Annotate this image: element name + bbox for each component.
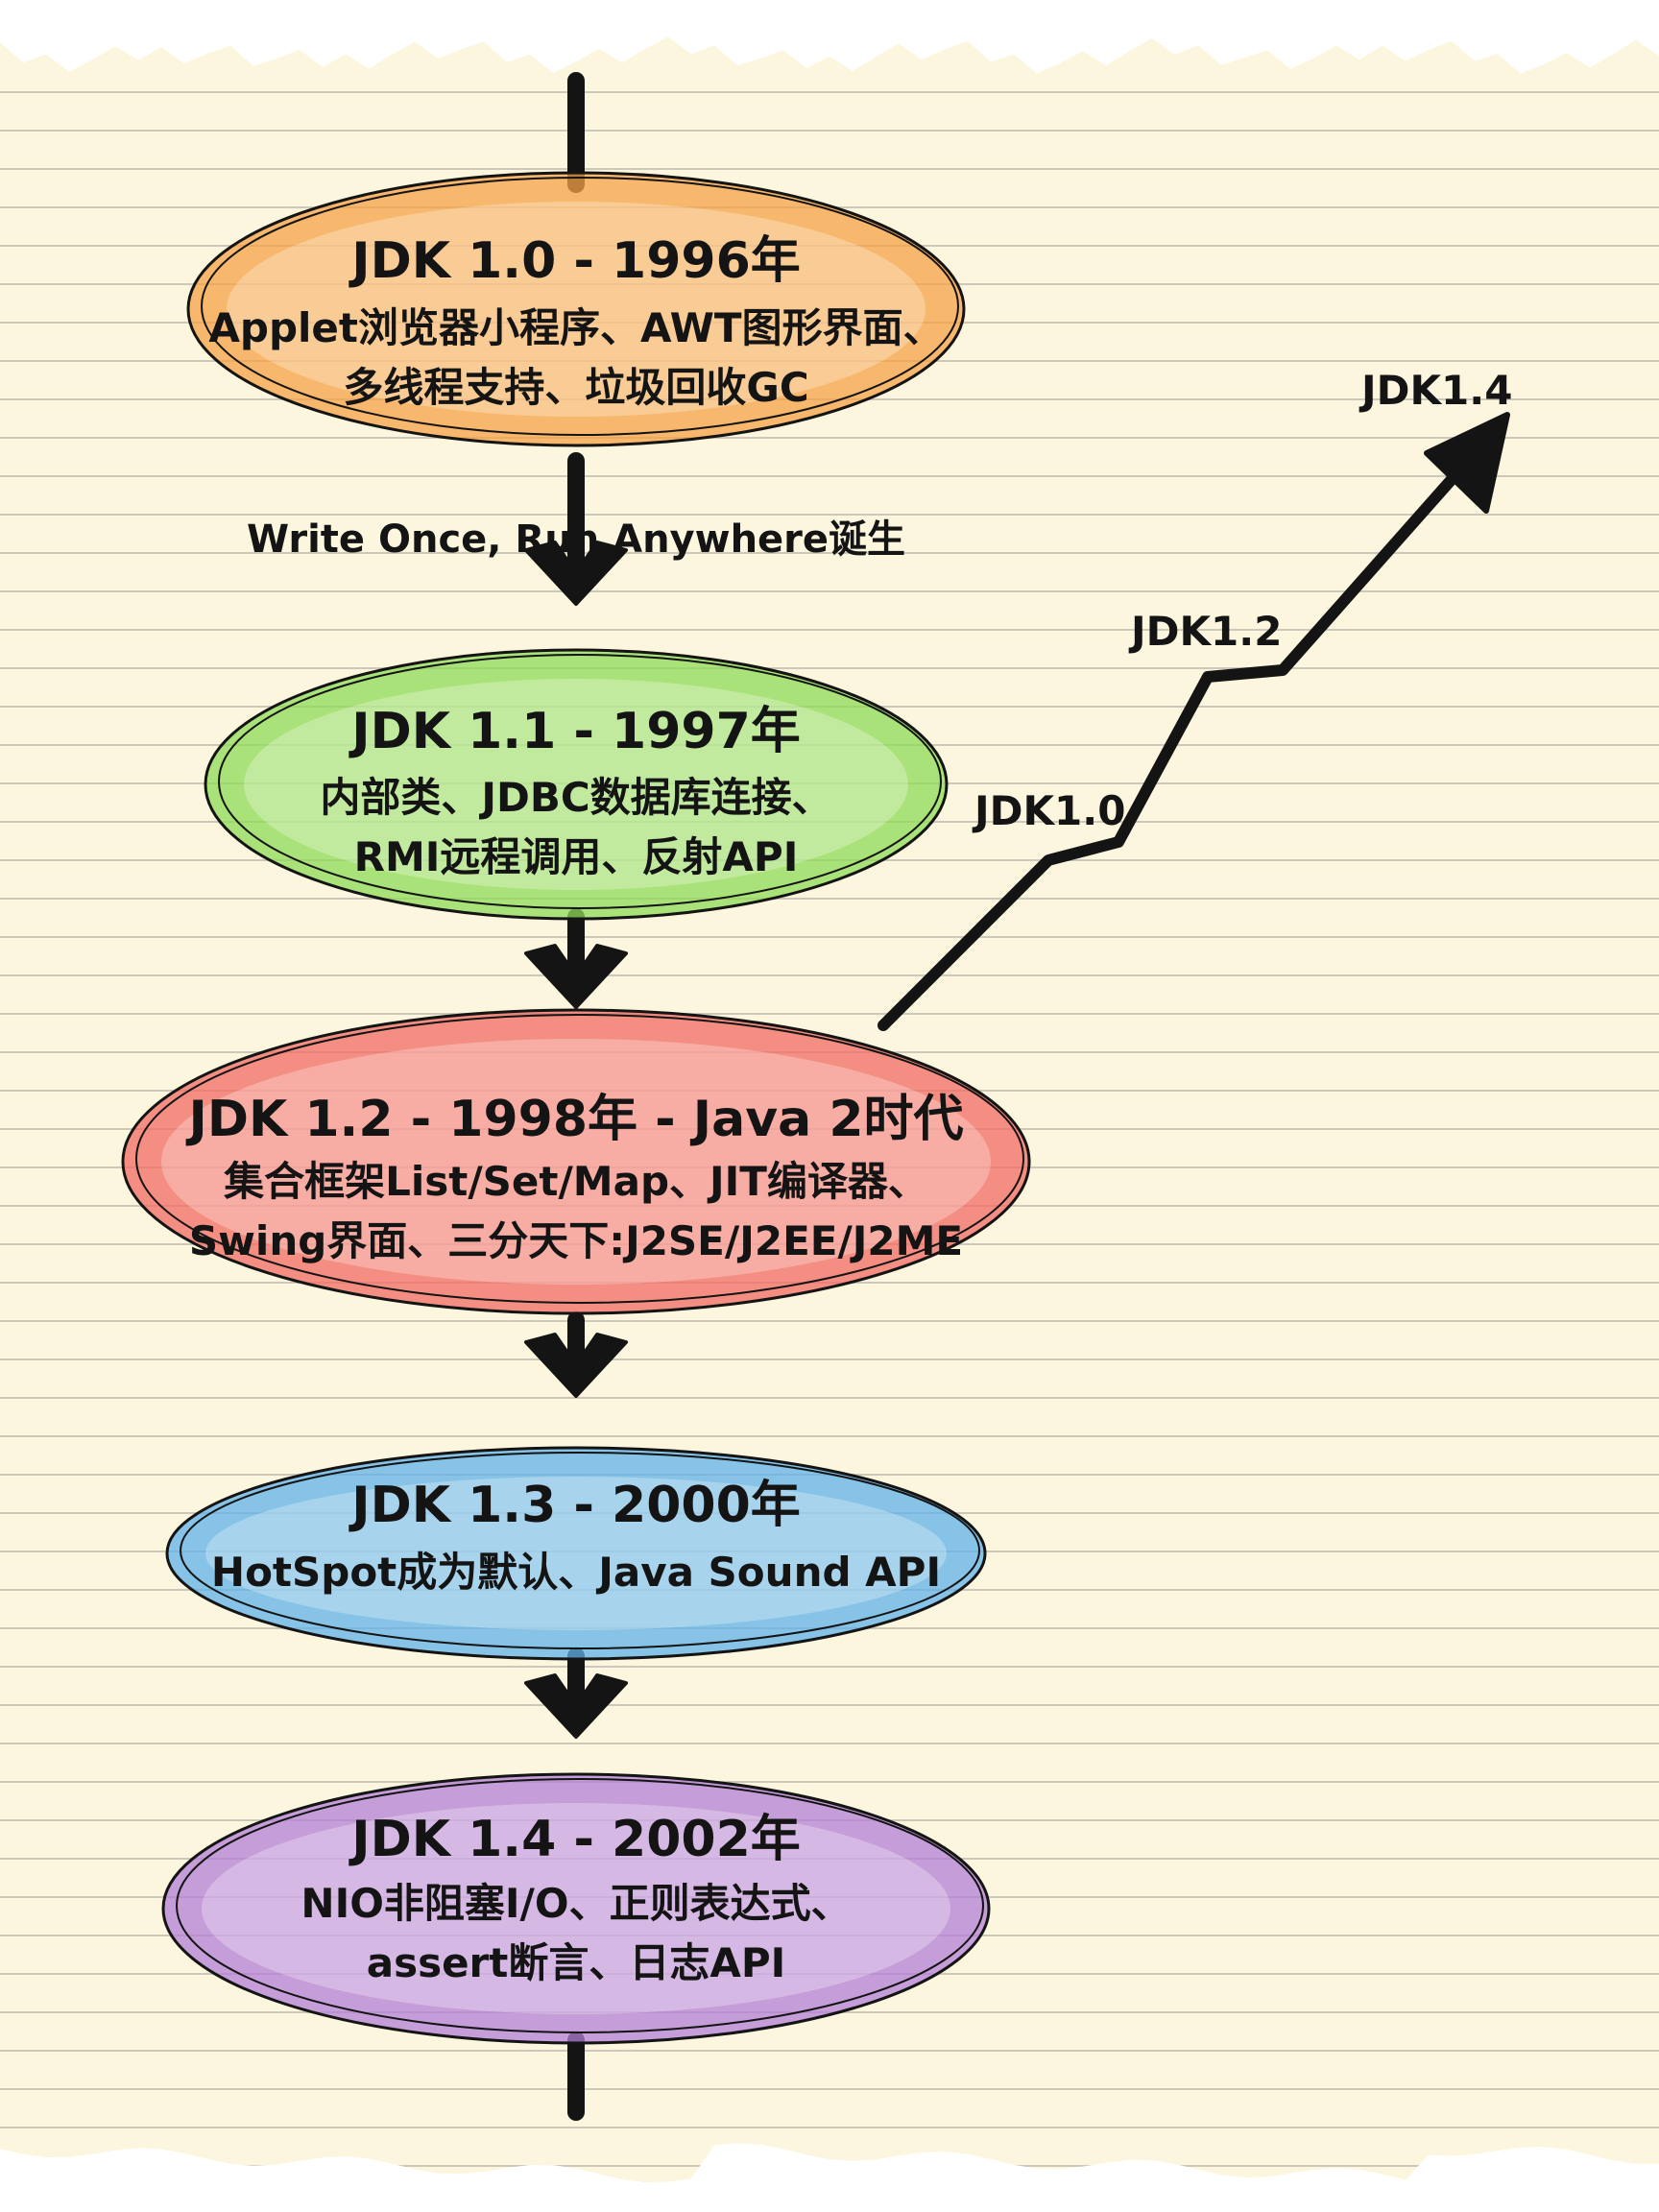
milestone-feature-line: RMI远程调用、反射API (353, 833, 799, 880)
milestone-title: JDK 1.4 - 2002年 (351, 1811, 801, 1868)
ellipse-outline-inner (201, 177, 959, 436)
milestone-feature-line: 多线程支持、垃圾回收GC (343, 364, 809, 411)
ellipse-outline (165, 1446, 987, 1661)
milestone-ellipse (165, 1446, 987, 1661)
progress-label-jdk1-2: JDK1.2 (1131, 608, 1283, 655)
progress-label-jdk1-0: JDK1.0 (974, 787, 1126, 834)
ellipse-highlight (244, 679, 908, 890)
ellipse-highlight (227, 202, 926, 417)
spine-arrow-head (524, 1333, 628, 1398)
torn-top-edge (0, 0, 1659, 74)
progress-arrow-head (1424, 412, 1510, 514)
ellipse-highlight (205, 1477, 947, 1630)
progress-line (878, 445, 1482, 1031)
milestone-feature-line: 内部类、JDBC数据库连接、 (320, 774, 832, 821)
milestone-title: JDK 1.1 - 1997年 (351, 703, 801, 760)
ruled-lines (0, 91, 1659, 2167)
milestone-feature-line: NIO非阻塞I/O、正则表达式、 (301, 1880, 852, 1927)
ellipse-fill (123, 1010, 1029, 1313)
milestone-feature-line: HotSpot成为默认、Java Sound API (210, 1549, 942, 1596)
milestone-feature-line: assert断言、日志API (366, 1939, 786, 1986)
ellipse-outline-inner (180, 1452, 980, 1649)
ellipse-outline (204, 648, 949, 921)
spine-arrow-head (524, 1673, 628, 1739)
ellipse-outline-inner (135, 1014, 1024, 1304)
progress-arrow (878, 412, 1510, 1031)
ellipse-highlight (161, 1039, 991, 1285)
milestone-title: JDK 1.2 - 1998年 - Java 2时代 (188, 1091, 964, 1148)
ellipse-outline (186, 171, 966, 447)
ellipse-fill (205, 650, 947, 919)
arrow-note: Write Once, Run Anywhere诞生 (246, 517, 906, 562)
torn-bottom-edge (0, 2143, 1659, 2212)
progress-label-jdk1-4: JDK1.4 (1361, 367, 1513, 414)
ellipse-outline (121, 1008, 1031, 1315)
ellipse-outline-inner (218, 654, 942, 909)
spine-arrow-head (524, 944, 628, 1009)
spine-arrow-head (524, 541, 628, 606)
ellipse-fill (188, 173, 964, 445)
ellipse-fill (167, 1448, 985, 1659)
milestone-ellipse (204, 648, 949, 921)
milestone-ellipse (161, 1772, 991, 2045)
milestone-feature-line: 集合框架List/Set/Map、JIT编译器、 (224, 1158, 928, 1205)
milestone-feature-line: Swing界面、三分天下:J2SE/J2EE/J2ME (188, 1217, 964, 1264)
ellipse-highlight (202, 1803, 950, 2014)
milestone-title: JDK 1.3 - 2000年 (351, 1477, 801, 1534)
milestone-ellipse (186, 171, 966, 447)
milestone-title: JDK 1.0 - 1996年 (351, 232, 801, 290)
ellipse-fill (163, 1774, 989, 2043)
ellipse-outline-inner (176, 1778, 984, 2033)
milestone-feature-line: Applet浏览器小程序、AWT图形界面、 (208, 304, 944, 351)
ellipse-outline (161, 1772, 991, 2045)
milestone-ellipse (121, 1008, 1031, 1315)
